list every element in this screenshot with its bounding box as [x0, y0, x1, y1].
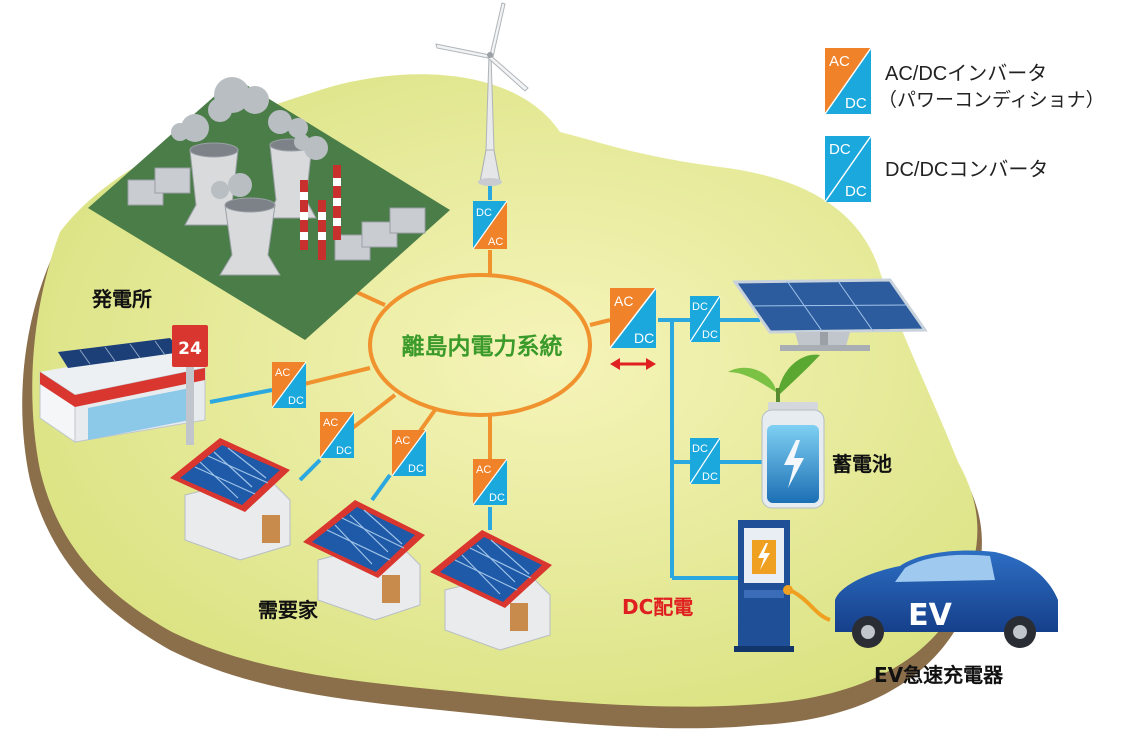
svg-text:DC: DC: [702, 471, 718, 483]
ev-car-icon: EV: [835, 550, 1058, 648]
store-sign-text: 24: [178, 339, 202, 359]
acdc-inverter-badges: AC DC AC DC AC DC AC DC AC DC: [271, 200, 657, 506]
store-sign: [172, 325, 208, 367]
svg-text:DC: DC: [336, 445, 352, 457]
battery-icon: [728, 354, 825, 509]
legend-dcdc-swatch: DC DC: [824, 135, 872, 203]
dcdc-badge-battery: DC DC: [689, 437, 721, 485]
grid-label: 離島内電力系統: [402, 333, 563, 360]
svg-text:DC: DC: [634, 330, 654, 346]
wind-turbine-icon: [435, 2, 529, 186]
acdc-badge-house3: AC DC: [472, 458, 508, 506]
svg-text:DC: DC: [845, 95, 867, 112]
legend-acdc-swatch: AC DC: [824, 47, 872, 115]
acdc-badge-house1: AC DC: [319, 411, 355, 459]
legend-converter-title: DC/DCコンバータ: [885, 158, 1048, 181]
ev-label: EV: [908, 598, 952, 633]
dcac-badge-wind: DC AC: [472, 200, 508, 250]
svg-text:DC: DC: [476, 207, 492, 219]
svg-text:AC: AC: [395, 435, 410, 447]
svg-text:DC: DC: [288, 395, 304, 407]
acdc-badge-main: AC DC: [609, 287, 657, 349]
smoke-icon: [171, 77, 328, 199]
legend-inverter-sub: （パワーコンディショナ）: [878, 89, 1105, 111]
svg-text:DC: DC: [692, 443, 708, 455]
power-plant-label: 発電所: [91, 287, 152, 311]
svg-text:AC: AC: [614, 293, 633, 309]
solar-panel-icon: [732, 278, 928, 351]
ev-charger-label: EV急速充電器: [874, 663, 1004, 687]
svg-text:DC: DC: [829, 141, 851, 158]
bidirectional-arrow-icon: [610, 358, 656, 370]
legend: AC DC AC/DCインバータ （パワーコンディショナ） DC DC DC/D…: [824, 47, 1105, 203]
svg-text:DC: DC: [702, 329, 718, 341]
svg-text:DC: DC: [489, 492, 505, 504]
ev-charger-icon: [734, 520, 794, 652]
acdc-badge-house2: AC DC: [391, 429, 427, 477]
svg-text:AC: AC: [476, 464, 491, 476]
svg-text:DC: DC: [692, 301, 708, 313]
grid-ring: [368, 273, 592, 417]
house-3: [430, 530, 552, 651]
dc-distribution-label: DC配電: [622, 595, 693, 619]
power-plant: [88, 77, 450, 340]
acdc-badge-store: AC DC: [271, 361, 307, 409]
svg-text:DC: DC: [408, 463, 424, 475]
svg-text:AC: AC: [488, 236, 503, 248]
ev-cable: [789, 588, 831, 622]
battery-label: 蓄電池: [832, 452, 892, 476]
dc-lines: [209, 185, 765, 580]
dcdc-badge-solar: DC DC: [689, 295, 721, 343]
convenience-store: 24: [39, 325, 208, 445]
svg-text:AC: AC: [829, 53, 850, 70]
svg-text:AC: AC: [275, 367, 290, 379]
house-1: [170, 438, 291, 561]
consumers-label: 需要家: [258, 598, 319, 622]
house-2: [303, 500, 425, 621]
legend-inverter-title: AC/DCインバータ: [885, 62, 1047, 85]
dcdc-converter-badges: DC DC DC DC: [689, 295, 721, 485]
svg-text:AC: AC: [323, 417, 338, 429]
svg-text:DC: DC: [845, 183, 867, 200]
